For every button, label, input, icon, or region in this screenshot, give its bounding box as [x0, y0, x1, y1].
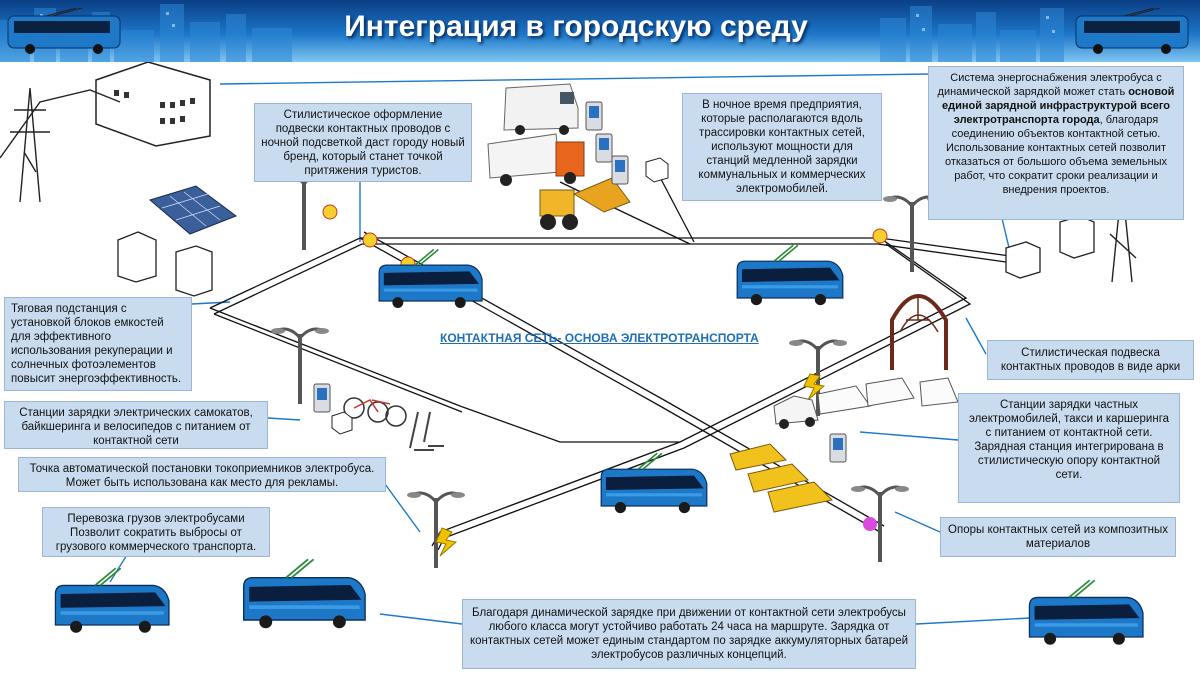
substation-icon: [117, 215, 1095, 297]
power-pylon-icon: [0, 87, 1140, 283]
excavator-icon: [539, 177, 631, 230]
car-icon: [773, 377, 959, 429]
charger-icon: [313, 383, 331, 413]
header-banner: Интеграция в городскую среду: [0, 0, 1200, 62]
callout-private-ev: Станции зарядки частных электромобилей, …: [958, 393, 1180, 503]
factory-icon: [95, 62, 211, 147]
bus-icon: [1028, 579, 1144, 646]
callout-pantograph: Точка автоматической постановки токоприе…: [18, 457, 386, 492]
callout-dynamic-charging: Благодаря динамической зарядке при движе…: [462, 599, 916, 669]
solar-panel-icon: [148, 185, 238, 235]
energy-system-text: Система энергоснабжения электробуса с ди…: [937, 72, 1162, 98]
junction-box-icon: [331, 411, 353, 435]
network-core-label: КОНТАКТНАЯ СЕТЬ- ОСНОВА ЭЛЕКТРОТРАНСПОРТ…: [440, 331, 759, 345]
garbage-truck-icon: [487, 133, 585, 186]
bus-icon: [1075, 8, 1189, 54]
callout-night-lighting: Стилистическое оформление подвески конта…: [254, 103, 472, 182]
energy-system-text-continued: , благодаря соединению объектов контактн…: [951, 114, 1161, 140]
page-title: Интеграция в городскую среду: [344, 10, 808, 43]
bus-icon: [242, 558, 367, 630]
callout-energy-system: Система энергоснабжения электробуса с ди…: [928, 66, 1184, 220]
callout-night-charging: В ночное время предприятия, которые расп…: [682, 93, 882, 201]
arch-icon: [890, 294, 948, 370]
callout-cargo: Перевозка грузов электробусами Позволит …: [42, 507, 270, 557]
callout-substation: Тяговая подстанция с установкой блоков е…: [4, 297, 192, 391]
energy-system-highlight: основой единой зарядной инфраструктурой …: [942, 86, 1175, 126]
van-icon: [503, 83, 579, 135]
energy-system-note: Использование контактных сетей позволит …: [944, 142, 1168, 196]
leader-lines: [109, 73, 1031, 625]
charger-icon: [585, 101, 629, 185]
callout-scooters: Станции зарядки электрических самокатов,…: [4, 401, 268, 449]
contact-network-diagram: [0, 62, 1144, 646]
callout-composite-supports: Опоры контактных сетей из композитных ма…: [940, 517, 1176, 557]
bus-icon: [736, 244, 844, 307]
lightning-icon: [435, 373, 826, 557]
charger-icon: [829, 433, 847, 463]
scooter-icon: [409, 411, 444, 451]
bus-icon: [7, 8, 121, 54]
bicycle-icon: [343, 397, 407, 427]
private-ev-note: Зарядная станция интегрирована в стилист…: [974, 441, 1164, 481]
bus-icon: [378, 248, 483, 309]
junction-box-icon: [645, 157, 669, 183]
taxi-icon: [729, 443, 834, 513]
callout-arch: Стилистическая подвеска контактных прово…: [987, 340, 1194, 380]
bus-icon: [600, 452, 708, 515]
private-ev-text: Станции зарядки частных электромобилей, …: [968, 399, 1170, 439]
